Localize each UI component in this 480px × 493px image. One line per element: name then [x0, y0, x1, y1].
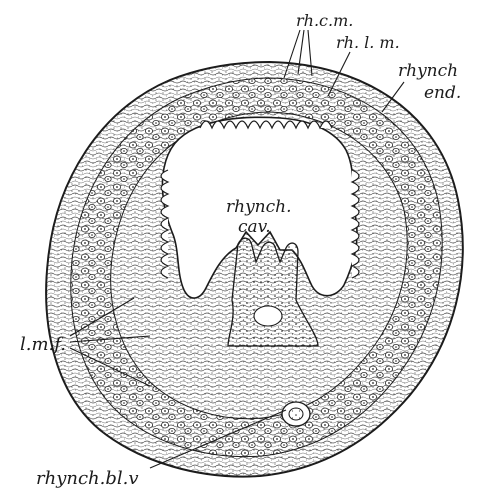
label-rhynch-cav-line1: rhynch.: [226, 197, 292, 217]
papilla-vessel: [254, 306, 282, 326]
label-rhynch-cav-line2: cav.: [238, 217, 271, 237]
blood-vessel: [282, 402, 310, 426]
label-rhynch-end-line1: rhynch: [398, 61, 458, 81]
label-rhynch-bl-v: rhynch.bl.v: [36, 468, 139, 489]
label-rh-l-m: rh. l. m.: [336, 33, 400, 52]
label-rh-c-m: rh.c.m.: [296, 11, 353, 30]
label-l-m-f: l.m.f.: [20, 334, 66, 355]
label-rhynch-end-line2: end.: [424, 83, 461, 103]
